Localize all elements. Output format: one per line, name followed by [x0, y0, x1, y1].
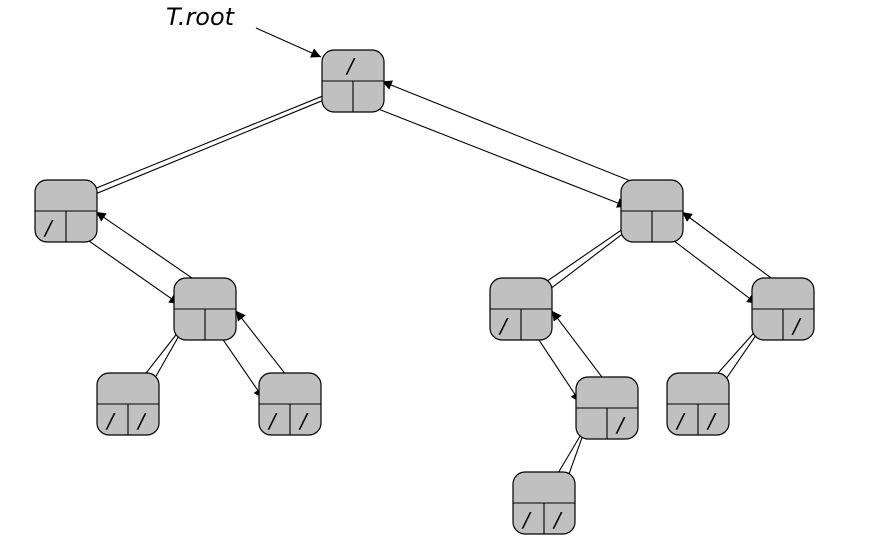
- tree-node: //: [666, 372, 730, 436]
- root-pointer: T.root: [166, 3, 322, 58]
- child-pointer-edge: [664, 233, 758, 305]
- child-pointer-edge: [216, 331, 264, 399]
- root-pointer-arrow: [255, 27, 322, 58]
- tree-node: //: [96, 372, 160, 436]
- root-pointer-label: T.root: [166, 3, 236, 31]
- parent-pointer-edge: [67, 89, 337, 201]
- parent-pointer-edge: [551, 310, 612, 390]
- child-pointer-edge: [78, 233, 180, 305]
- parent-pointer-edge: [95, 211, 209, 290]
- child-pointer-edge: [366, 104, 628, 208]
- left-nil: /: [43, 216, 54, 240]
- parent-pointer-edge: [681, 211, 787, 290]
- tree-node: [173, 277, 237, 341]
- child-pointer-edge: [540, 225, 634, 297]
- child-pointer-edge: [532, 330, 581, 403]
- right-nil: /: [552, 508, 563, 532]
- left-nil: /: [675, 409, 686, 433]
- left-nil: /: [498, 314, 509, 338]
- right-nil: /: [706, 409, 717, 433]
- tree-node: /: [489, 277, 553, 341]
- right-nil: /: [136, 409, 147, 433]
- tree-node: /: [321, 49, 385, 113]
- tree-node: [620, 179, 684, 243]
- left-nil: /: [105, 409, 116, 433]
- parent-pointer-edge: [235, 310, 295, 386]
- tree-node: //: [512, 471, 576, 535]
- nodes-layer: /////////////: [34, 49, 815, 535]
- left-nil: /: [267, 409, 278, 433]
- left-nil: /: [521, 508, 532, 532]
- right-nil: /: [615, 413, 626, 437]
- right-nil: /: [791, 314, 802, 338]
- right-nil: /: [298, 409, 309, 433]
- tree-node: /: [751, 277, 815, 341]
- parent-nil: /: [345, 54, 356, 78]
- parent-pointer-edge: [381, 80, 655, 191]
- tree-node: //: [258, 372, 322, 436]
- child-pointer-edge: [86, 94, 336, 199]
- tree-node: /: [575, 376, 639, 440]
- tree-node: /: [34, 179, 98, 243]
